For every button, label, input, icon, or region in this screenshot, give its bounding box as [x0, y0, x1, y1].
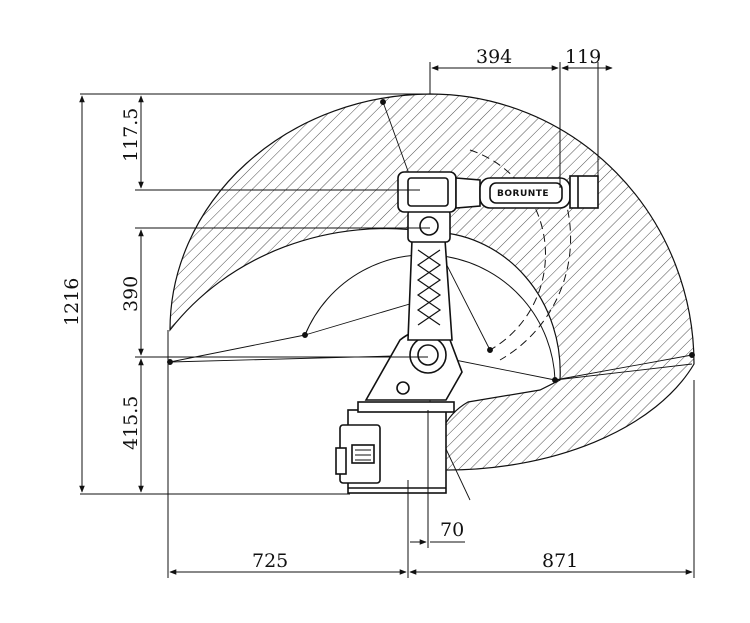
dim-label-725: 725: [252, 550, 288, 572]
dimension-lines: [80, 62, 695, 578]
dim-label-390: 390: [120, 276, 142, 312]
inner-reach-arc: [304, 254, 556, 381]
lower-arm: [407, 239, 453, 341]
end-flange: [569, 175, 599, 209]
dim-label-119: 119: [565, 46, 601, 68]
dim-label-70: 70: [440, 519, 464, 541]
dim-label-871: 871: [542, 550, 578, 572]
dim-label-1216: 1216: [61, 278, 83, 326]
brand-logo: BORUNTE: [497, 189, 549, 199]
dashed-reach-arc-2: [499, 184, 572, 361]
robot-arm: [335, 171, 599, 494]
dim-label-117-5: 117.5: [120, 108, 142, 162]
forearm: [455, 177, 481, 209]
dim-label-415-5: 415.5: [120, 396, 142, 450]
dim-label-394: 394: [476, 46, 512, 68]
dimension-arrows: [79, 65, 693, 575]
